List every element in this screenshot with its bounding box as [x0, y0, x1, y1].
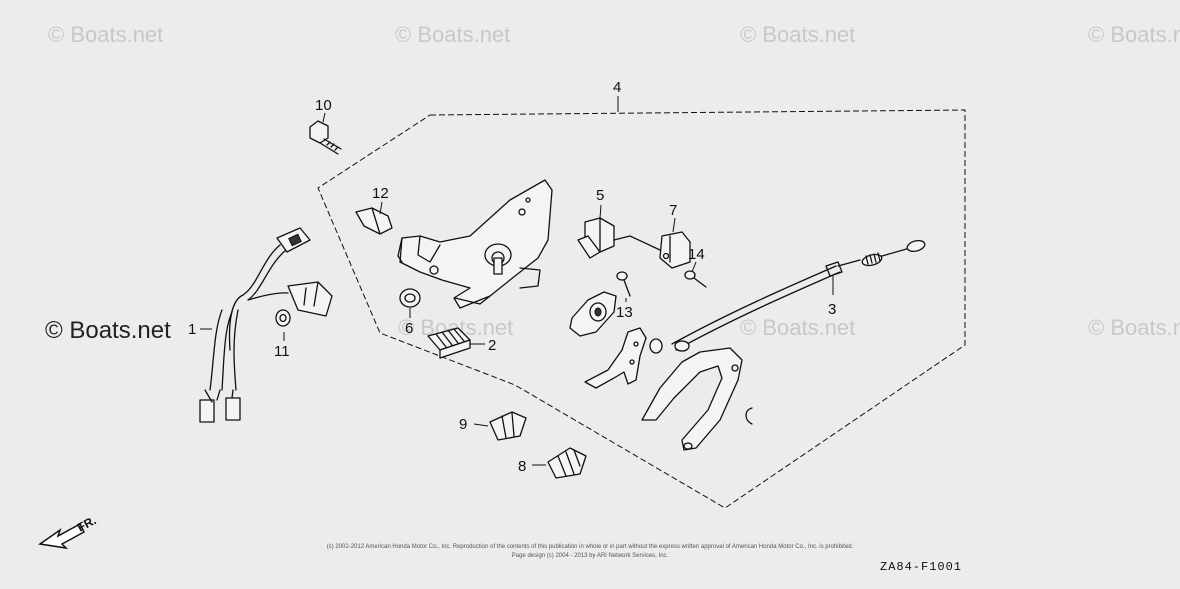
part-12-clip	[355, 201, 393, 235]
watermark-top-2: © Boats.net	[395, 22, 510, 47]
copyright-line-1: (c) 2002-2012 American Honda Motor Co., …	[327, 544, 854, 550]
assembly-boundary	[317, 109, 966, 509]
callout-12: 12	[372, 185, 389, 202]
watermark-top-1: © Boats.net	[48, 22, 163, 47]
cam-plate	[569, 291, 617, 337]
arrow-icon	[38, 522, 85, 550]
callout-10: 10	[315, 97, 332, 114]
part-13-screw	[616, 271, 631, 302]
part-10-bolt	[309, 112, 342, 155]
e-clip	[745, 407, 753, 425]
part-2-connector	[427, 327, 485, 359]
watermark-mid-4: © Boats.net	[1088, 315, 1180, 340]
callout-9: 9	[459, 416, 467, 433]
copyright-line-2: Page design (c) 2004 - 2013 by ARI Netwo…	[512, 553, 669, 559]
diagram-code: ZA84-F1001	[880, 560, 962, 574]
callout-4: 4	[613, 79, 621, 96]
control-lever	[641, 347, 743, 451]
main-bracket	[397, 179, 553, 309]
part-7-bracket	[659, 217, 691, 269]
part-6-grommet	[399, 288, 421, 318]
part-8-knob	[532, 447, 587, 479]
part-5-switch	[577, 204, 669, 263]
callout-1: 1	[188, 321, 196, 338]
watermark-mid-3: © Boats.net	[740, 315, 855, 340]
callout-11: 11	[274, 343, 290, 360]
callout-13: 13	[616, 304, 633, 321]
part-11-nut	[275, 309, 291, 341]
part-1-wire-harness	[199, 227, 333, 423]
direction-arrow: FR.	[38, 513, 98, 550]
callout-2: 2	[488, 337, 496, 354]
part-9-knob	[473, 411, 527, 441]
watermark-top-4: © Boats.net	[1088, 22, 1180, 47]
watermark-brand: © Boats.net	[45, 317, 171, 344]
part-3-throttle-cable	[671, 239, 926, 352]
callout-5: 5	[596, 187, 604, 204]
throttle-lever	[584, 327, 663, 389]
callout-8: 8	[518, 458, 526, 475]
callout-3: 3	[828, 301, 836, 318]
watermark-top-3: © Boats.net	[740, 22, 855, 47]
callout-6: 6	[405, 320, 413, 337]
callout-14: 14	[688, 246, 705, 263]
callouts: 1 2 3 4 5 6 7 8 9 10 11 12 13 14	[188, 79, 836, 475]
part-14-screw	[684, 261, 707, 288]
callout-7: 7	[669, 202, 677, 219]
